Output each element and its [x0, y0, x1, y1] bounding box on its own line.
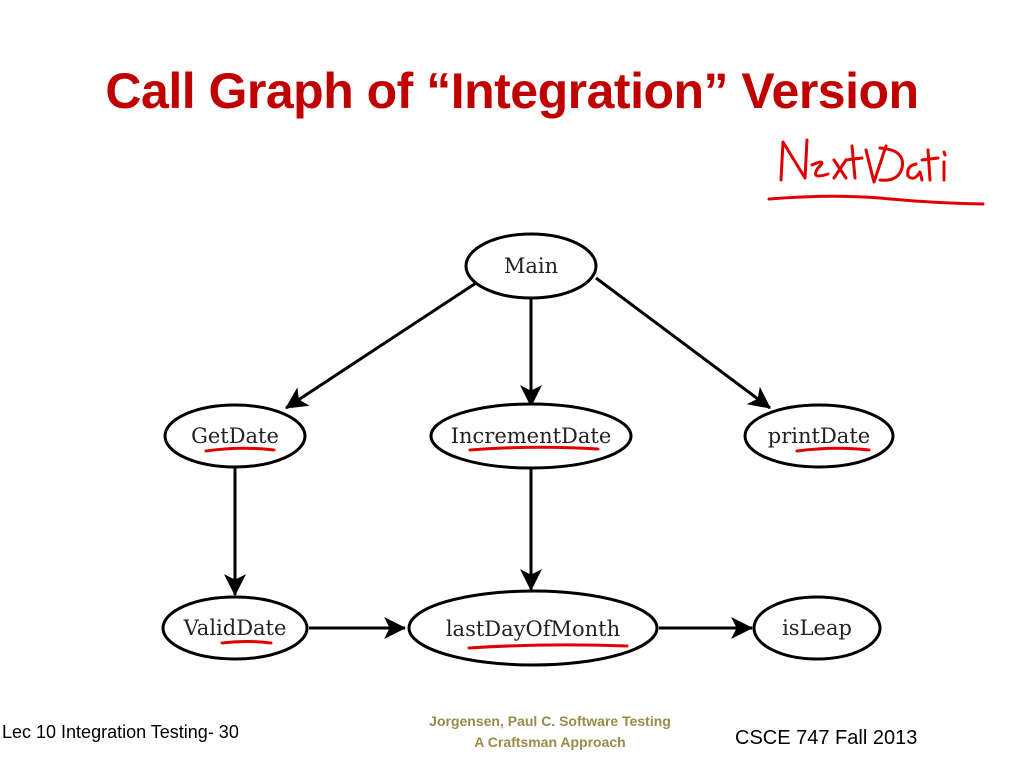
node-lastdayofmonth: lastDayOfMonth	[407, 589, 659, 667]
node-incrementdate: IncrementDate	[429, 402, 633, 470]
footer-citation-line2: A Craftsman Approach	[474, 734, 626, 750]
node-main-label: Main	[504, 254, 558, 278]
underline-lastdayofmonth	[467, 643, 629, 650]
underline-incrementdate	[468, 445, 600, 452]
node-getdate: GetDate	[163, 403, 307, 469]
footer-citation-line1: Jorgensen, Paul C. Software Testing	[429, 713, 671, 729]
node-printdate: printDate	[743, 403, 895, 469]
footer-citation: Jorgensen, Paul C. Software Testing A Cr…	[380, 711, 720, 753]
node-printdate-label: printDate	[768, 424, 870, 448]
edge-main-getdate	[285, 281, 477, 410]
node-getdate-label: GetDate	[191, 424, 279, 448]
footer-course: CSCE 747 Fall 2013	[735, 727, 918, 749]
node-lastdayofmonth-label: lastDayOfMonth	[446, 617, 620, 641]
node-incrementdate-label: IncrementDate	[451, 424, 612, 448]
node-isleap-label: isLeap	[782, 616, 852, 640]
underline-validdate	[220, 640, 273, 645]
node-validdate-label: ValidDate	[183, 616, 287, 640]
node-main: Main	[464, 232, 598, 300]
edge-main-printdate	[595, 276, 771, 410]
node-validdate: ValidDate	[161, 595, 309, 661]
slide-title: Call Graph of “Integration” Version	[105, 63, 919, 119]
underline-getdate	[204, 446, 276, 453]
underline-printdate	[795, 446, 871, 453]
node-isleap: isLeap	[752, 595, 882, 661]
handwritten-nextdate-annotation	[767, 138, 985, 206]
footer-slide-number: Lec 10 Integration Testing- 30	[2, 722, 239, 742]
